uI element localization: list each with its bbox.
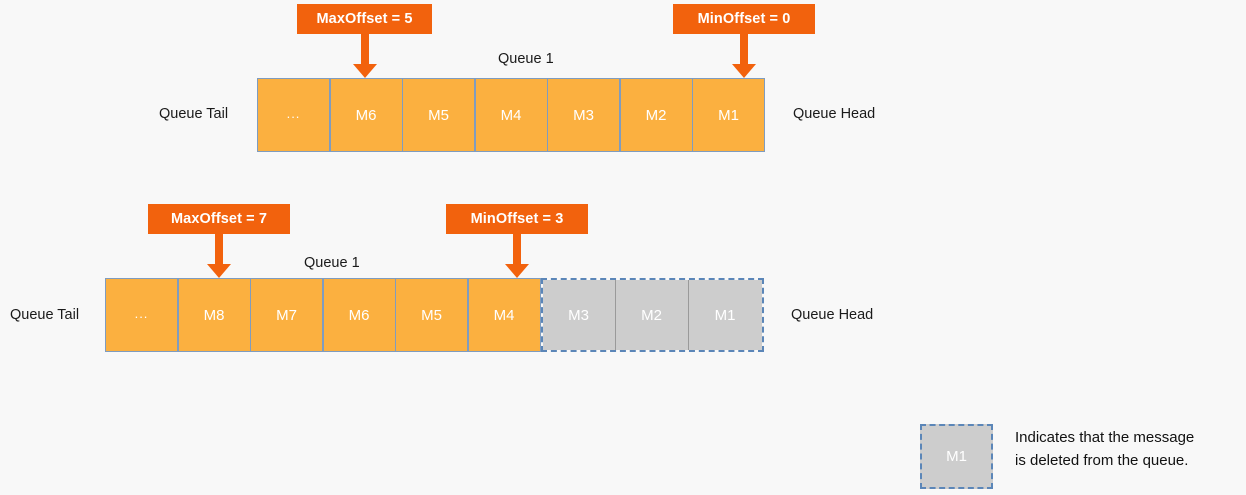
row1-min-offset-callout: MinOffset = 0 xyxy=(673,4,815,34)
row2-deleted-cell-0[interactable]: M3 xyxy=(542,280,616,350)
row1-queue-head-label: Queue Head xyxy=(793,106,876,122)
row1-active-segment: ... M6 M5 M4 M3 M2 M1 xyxy=(257,78,765,152)
legend-description-line1: Indicates that the message xyxy=(1015,429,1195,446)
row2-cell-4[interactable]: M5 xyxy=(396,279,467,351)
row1-cell-1[interactable]: M6 xyxy=(330,79,402,151)
row1-cell-3[interactable]: M4 xyxy=(475,79,547,151)
row1-queue-tail-label: Queue Tail xyxy=(159,106,229,122)
row2-cell-2[interactable]: M7 xyxy=(251,279,322,351)
row2-min-offset-callout: MinOffset = 3 xyxy=(446,204,588,234)
row2-queue-title: Queue 1 xyxy=(304,255,360,271)
row1-cell-6[interactable]: M1 xyxy=(693,79,764,151)
row2-max-offset-callout: MaxOffset = 7 xyxy=(148,204,290,234)
legend-deleted-swatch: M1 xyxy=(920,424,993,489)
row1-max-offset-callout: MaxOffset = 5 xyxy=(297,4,432,34)
legend-description-line2: is deleted from the queue. xyxy=(1015,452,1189,469)
row2-cell-3[interactable]: M6 xyxy=(323,279,395,351)
row1-max-offset-arrow xyxy=(353,34,377,78)
row1-cell-2[interactable]: M5 xyxy=(403,79,474,151)
row1-cell-4[interactable]: M3 xyxy=(548,79,619,151)
row2-queue-tail-label: Queue Tail xyxy=(10,307,80,323)
row2-queue: ... M8 M7 M6 M5 M4 M3 M2 M1 xyxy=(105,278,764,352)
row1-cell-5[interactable]: M2 xyxy=(620,79,692,151)
row2-cell-0[interactable]: ... xyxy=(106,279,177,351)
row2-cell-5[interactable]: M4 xyxy=(468,279,540,351)
row1-cell-0[interactable]: ... xyxy=(258,79,329,151)
row1-min-offset-arrow xyxy=(732,34,756,78)
row2-deleted-cell-1[interactable]: M2 xyxy=(615,280,689,350)
row2-min-offset-arrow xyxy=(505,234,529,278)
row1-queue: ... M6 M5 M4 M3 M2 M1 xyxy=(257,78,765,152)
row2-queue-head-label: Queue Head xyxy=(791,307,874,323)
row2-deleted-segment: M3 M2 M1 xyxy=(540,278,764,352)
row2-cell-1[interactable]: M8 xyxy=(178,279,250,351)
row2-max-offset-arrow xyxy=(207,234,231,278)
row2-deleted-cell-2[interactable]: M1 xyxy=(688,280,762,350)
row2-active-segment: ... M8 M7 M6 M5 M4 xyxy=(105,278,541,352)
row1-queue-title: Queue 1 xyxy=(498,51,554,67)
